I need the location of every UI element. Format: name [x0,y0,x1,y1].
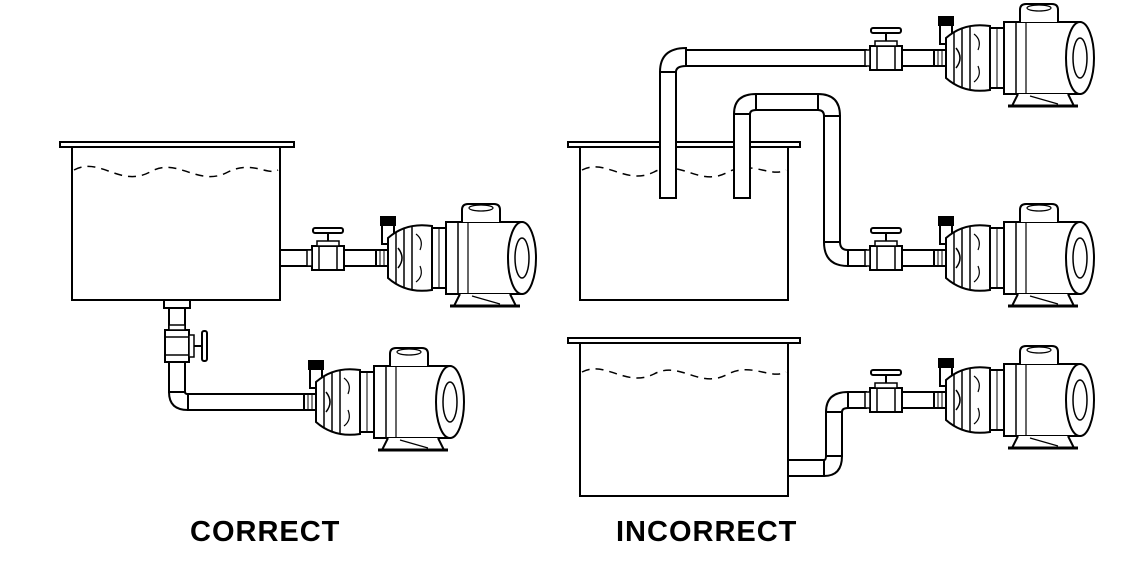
water-level [581,368,787,380]
incorrect-installation [567,2,1096,497]
label-incorrect: INCORRECT [616,516,798,548]
correct-installation [59,141,538,452]
water-level [73,165,279,178]
siphon-line-middle [732,92,1096,308]
water-level [581,166,787,178]
label-correct: CORRECT [190,516,341,548]
bottom-suction-line [163,299,466,452]
tank-incorrect-upper [567,141,801,301]
side-suction-line [279,202,538,308]
tank-correct [59,141,295,301]
siphon-line-top [658,2,1096,199]
tank-incorrect-lower [567,337,801,497]
rising-suction-line [787,344,1096,478]
